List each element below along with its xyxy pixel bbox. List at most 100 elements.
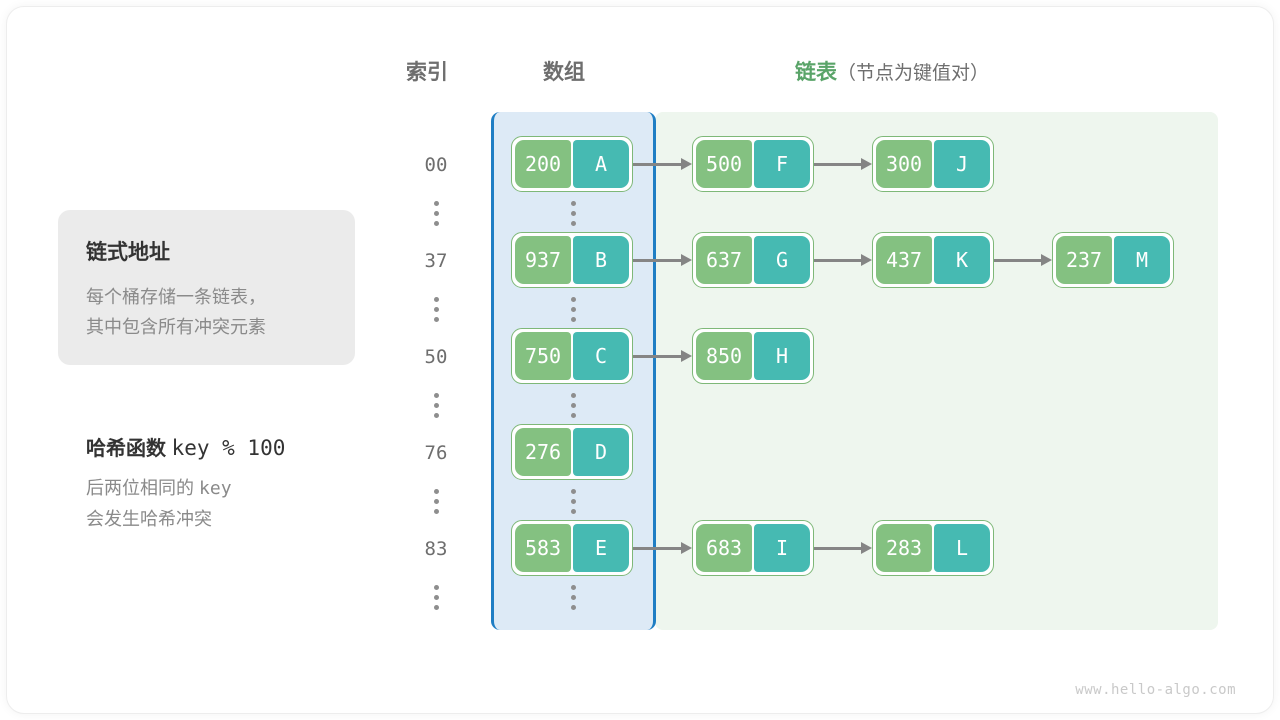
hash-function-title: 哈希函数 key % 100 <box>86 432 386 461</box>
arrow-shaft <box>633 163 682 166</box>
ellipsis-dot <box>433 509 439 514</box>
node-value: B <box>573 236 629 284</box>
link-arrow <box>633 158 692 170</box>
node-value: D <box>573 428 629 476</box>
array-ellipsis <box>558 393 588 418</box>
ellipsis-dot <box>433 499 439 504</box>
ellipsis-dot <box>570 393 576 398</box>
arrow-shaft <box>633 355 682 358</box>
header-linked-list-sub: （节点为键值对） <box>837 63 990 84</box>
bucket-index-76: 76 <box>424 442 448 464</box>
ellipsis-dot <box>570 297 576 302</box>
node-value: L <box>934 524 990 572</box>
bucket-index-83: 83 <box>424 538 448 560</box>
node-value: H <box>754 332 810 380</box>
link-arrow <box>814 158 872 170</box>
node-value: A <box>573 140 629 188</box>
hash-function-description-line1: 后两位相同的 key <box>86 473 386 504</box>
ellipsis-dot <box>433 489 439 494</box>
ellipsis-dot <box>433 211 439 216</box>
node-key: 276 <box>515 428 571 476</box>
hash-function-note: 哈希函数 key % 100 后两位相同的 key 会发生哈希冲突 <box>86 432 386 534</box>
ellipsis-dot <box>570 201 576 206</box>
header-array: 数组 <box>543 61 585 84</box>
ellipsis-dot <box>433 595 439 600</box>
node-key: 437 <box>876 236 932 284</box>
arrow-shaft <box>814 547 862 550</box>
arrow-head-icon <box>681 542 692 554</box>
arrow-head-icon <box>681 350 692 362</box>
arrow-shaft <box>994 259 1042 262</box>
ellipsis-dot <box>570 585 576 590</box>
hash-function-description: 后两位相同的 key 会发生哈希冲突 <box>86 473 386 534</box>
ellipsis-dot <box>570 307 576 312</box>
hash-function-desc-text: 后两位相同的 <box>86 478 194 498</box>
node-key: 200 <box>515 140 571 188</box>
ellipsis-dot <box>570 605 576 610</box>
ellipsis-dot <box>570 403 576 408</box>
index-ellipsis <box>421 585 451 610</box>
node-key: 683 <box>696 524 752 572</box>
node-value: F <box>754 140 810 188</box>
node-value: M <box>1114 236 1170 284</box>
link-arrow <box>633 542 692 554</box>
array-ellipsis <box>558 201 588 226</box>
node-value: G <box>754 236 810 284</box>
link-arrow <box>814 542 872 554</box>
node-key: 850 <box>696 332 752 380</box>
node-key: 237 <box>1056 236 1112 284</box>
callout-box: 链式地址 每个桶存储一条链表， 其中包含所有冲突元素 <box>58 210 355 365</box>
ellipsis-dot <box>433 413 439 418</box>
watermark: www.hello-algo.com <box>1075 682 1236 698</box>
ellipsis-dot <box>433 393 439 398</box>
node-value: C <box>573 332 629 380</box>
ellipsis-dot <box>433 307 439 312</box>
node-key: 500 <box>696 140 752 188</box>
index-ellipsis <box>421 393 451 418</box>
arrow-head-icon <box>861 542 872 554</box>
link-arrow <box>814 254 872 266</box>
array-ellipsis <box>558 489 588 514</box>
ellipsis-dot <box>433 221 439 226</box>
ellipsis-dot <box>570 499 576 504</box>
ellipsis-dot <box>570 211 576 216</box>
link-arrow <box>633 254 692 266</box>
arrow-shaft <box>814 259 862 262</box>
ellipsis-dot <box>433 297 439 302</box>
arrow-shaft <box>633 547 682 550</box>
node-key: 283 <box>876 524 932 572</box>
header-linked-list-main: 链表 <box>795 61 837 84</box>
node-key: 300 <box>876 140 932 188</box>
ellipsis-dot <box>570 489 576 494</box>
header-index: 索引 <box>406 61 448 84</box>
node-key: 637 <box>696 236 752 284</box>
array-ellipsis <box>558 585 588 610</box>
arrow-head-icon <box>1041 254 1052 266</box>
hash-function-label: 哈希函数 <box>86 438 166 460</box>
callout-title: 链式地址 <box>86 241 170 264</box>
ellipsis-dot <box>433 605 439 610</box>
callout-description: 每个桶存储一条链表， 其中包含所有冲突元素 <box>86 282 355 342</box>
ellipsis-dot <box>570 221 576 226</box>
node-key: 583 <box>515 524 571 572</box>
ellipsis-dot <box>570 413 576 418</box>
ellipsis-dot <box>570 317 576 322</box>
ellipsis-dot <box>433 403 439 408</box>
bucket-index-37: 37 <box>424 250 448 272</box>
index-ellipsis <box>421 489 451 514</box>
index-ellipsis <box>421 297 451 322</box>
arrow-shaft <box>814 163 862 166</box>
ellipsis-dot <box>433 585 439 590</box>
callout-description-line1: 每个桶存储一条链表， <box>86 287 266 307</box>
